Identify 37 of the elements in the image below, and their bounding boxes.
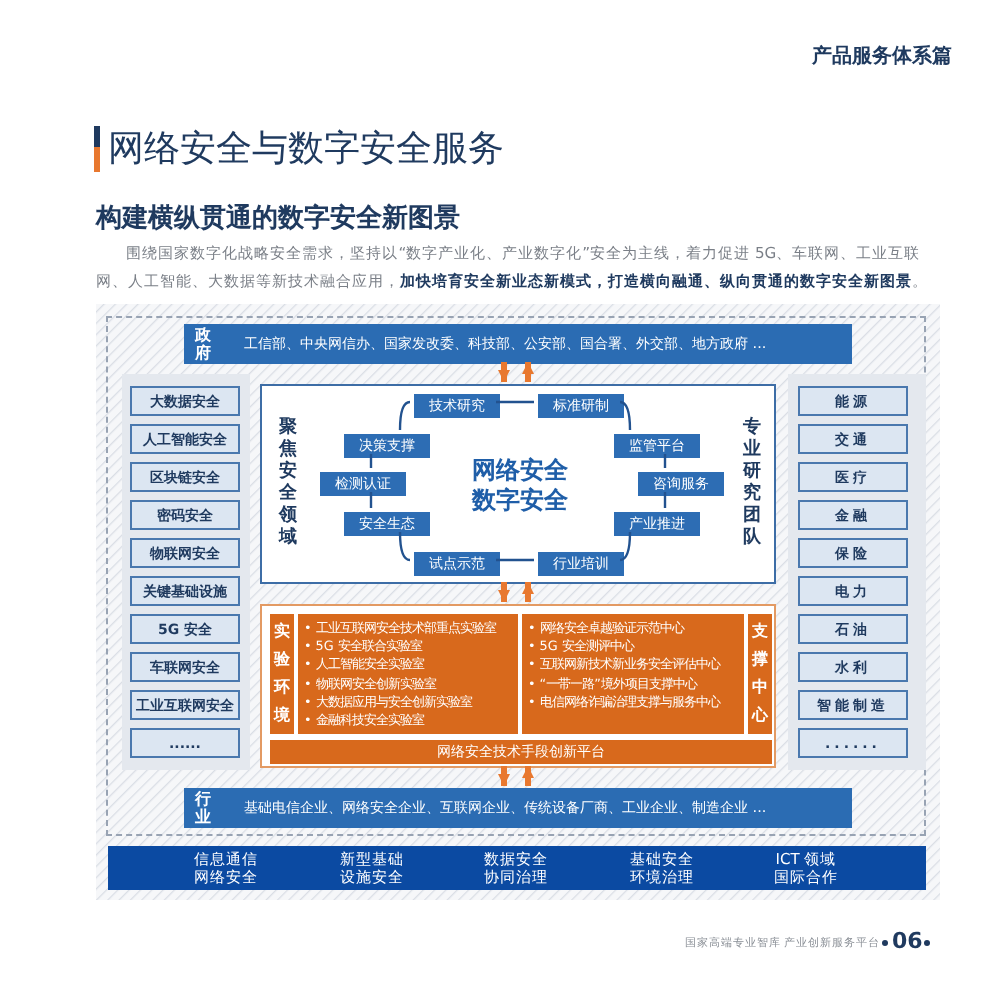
connector-line — [663, 454, 667, 468]
connector-line — [663, 492, 667, 508]
connector-line — [496, 400, 534, 404]
section-header: 产品服务体系篇 — [812, 43, 952, 70]
vertical-heading: 专业研究团队 — [742, 418, 762, 550]
arrow — [498, 766, 510, 786]
center-title: 网络安全数字安全 — [470, 456, 570, 516]
list-panel — [522, 614, 744, 734]
arrow — [522, 582, 534, 602]
connector-line — [398, 400, 411, 431]
ring-panel — [260, 384, 776, 584]
connector-line — [496, 558, 534, 562]
connector-line — [619, 531, 632, 562]
lab-panel — [260, 604, 776, 768]
banner-band — [184, 324, 852, 364]
connector-line — [619, 400, 632, 431]
connector-line — [369, 492, 373, 508]
vertical-heading: 行业 — [194, 790, 212, 826]
connector-line — [369, 454, 373, 468]
page-number: 06 — [892, 928, 923, 954]
banner-band — [184, 788, 852, 828]
footer-bar — [108, 846, 926, 890]
title: 网络安全与数字安全服务 — [108, 126, 504, 172]
arrow — [522, 766, 534, 786]
list-panel — [298, 614, 518, 734]
arrow — [522, 362, 534, 382]
arrow — [498, 582, 510, 602]
dashed-frame — [106, 316, 926, 836]
subtitle: 构建横纵贯通的数字安全新图景 — [96, 201, 460, 236]
vertical-heading: 聚焦安全领域 — [278, 418, 298, 550]
vertical-heading: 政府 — [194, 326, 212, 362]
vertical-tab: 支撑中心 — [748, 614, 772, 734]
arrow — [498, 362, 510, 382]
column-panel — [788, 374, 926, 770]
vertical-tab: 实验环境 — [270, 614, 294, 734]
column-panel — [122, 374, 250, 770]
connector-line — [398, 531, 411, 562]
